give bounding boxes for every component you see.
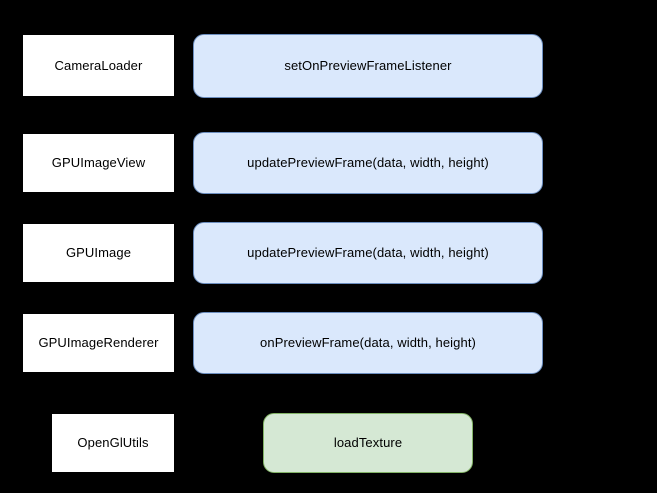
actor-label: GPUImageRenderer — [38, 335, 159, 351]
actor-box-gpuimageview[interactable]: GPUImageView — [23, 134, 174, 192]
actor-label: OpenGlUtils — [77, 435, 149, 451]
call-label: onPreviewFrame(data, width, height) — [260, 335, 476, 351]
call-box-onpreviewframe[interactable]: onPreviewFrame(data, width, height) — [193, 312, 543, 374]
actor-box-openglutils[interactable]: OpenGlUtils — [52, 414, 174, 472]
call-box-setonpreviewframelistener[interactable]: setOnPreviewFrameListener — [193, 34, 543, 98]
actor-label: CameraLoader — [54, 57, 143, 73]
actor-box-gpuimagerenderer[interactable]: GPUImageRenderer — [23, 314, 174, 372]
call-label: setOnPreviewFrameListener — [284, 58, 452, 74]
call-box-loadtexture[interactable]: loadTexture — [263, 413, 473, 473]
call-box-updatepreviewframe-view[interactable]: updatePreviewFrame(data, width, height) — [193, 132, 543, 194]
call-box-updatepreviewframe-image[interactable]: updatePreviewFrame(data, width, height) — [193, 222, 543, 284]
actor-label: GPUImageView — [51, 155, 146, 171]
call-label: updatePreviewFrame(data, width, height) — [247, 245, 489, 261]
actor-box-gpuimage[interactable]: GPUImage — [23, 224, 174, 282]
actor-box-cameraloader[interactable]: CameraLoader — [23, 35, 174, 96]
actor-label: GPUImage — [65, 245, 132, 261]
call-label: loadTexture — [333, 435, 403, 451]
call-label: updatePreviewFrame(data, width, height) — [247, 155, 489, 171]
